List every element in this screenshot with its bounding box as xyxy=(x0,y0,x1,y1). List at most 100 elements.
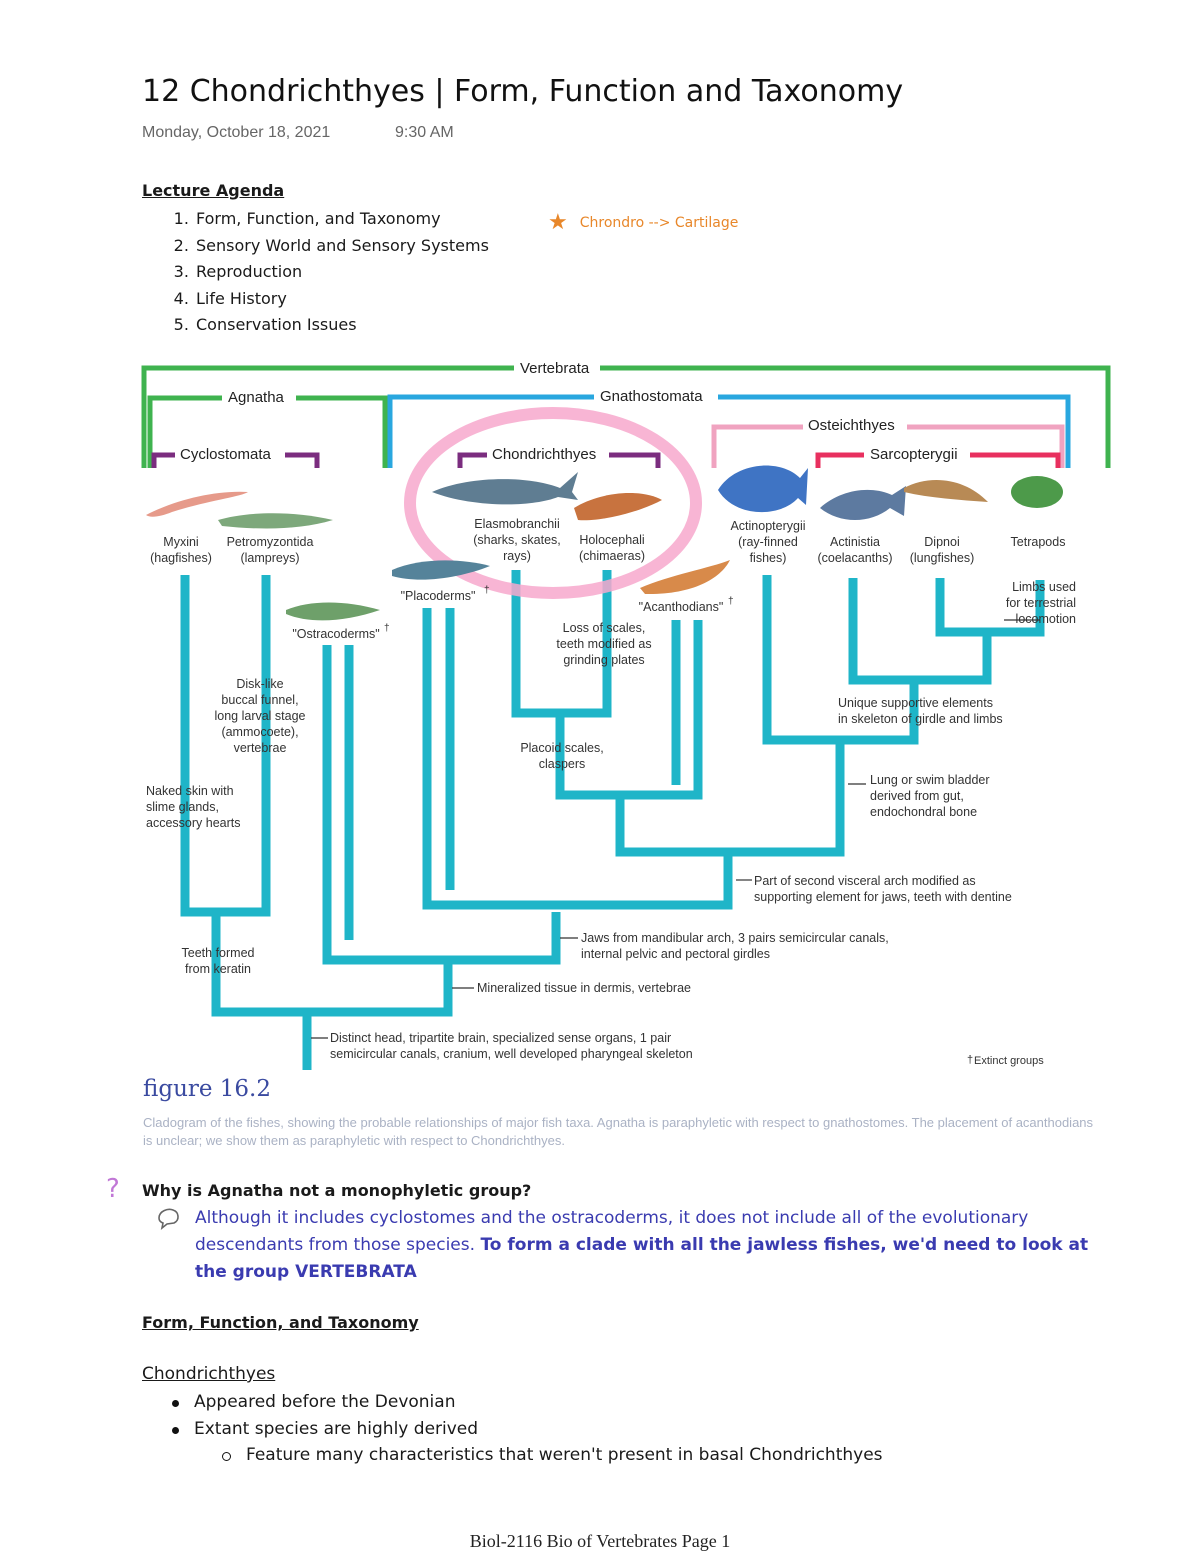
hagfish-icon xyxy=(146,491,248,517)
coelacanth-icon xyxy=(820,486,906,520)
page-date: Monday, October 18, 2021 xyxy=(142,124,331,141)
branch-dipnoi-tetrapods xyxy=(935,578,1045,637)
taxon-ostracoderms: "Ostracoderms" xyxy=(292,627,379,641)
taxon-actinopterygii-common-1: (ray-finned xyxy=(738,535,798,549)
dagger-ostracoderms: † xyxy=(384,623,390,634)
taxon-dipnoi-common: (lungfishes) xyxy=(910,551,975,565)
bullet-item: Appeared before the Devonian xyxy=(150,1389,883,1416)
taxon-tetrapods: Tetrapods xyxy=(1011,535,1066,549)
char-naked-2: slime glands, xyxy=(146,800,219,814)
question-text: Why is Agnatha not a monophyletic group? xyxy=(142,1181,532,1200)
taxon-actinopterygii-common-2: fishes) xyxy=(750,551,787,565)
char-teeth-keratin-2: from keratin xyxy=(185,962,251,976)
char-limbs-1: Limbs used xyxy=(1012,580,1076,594)
bullet-item: Extant species are highly derived xyxy=(150,1416,883,1443)
char-second-arch-1: Part of second visceral arch modified as xyxy=(754,874,976,888)
taxon-holocephali: Holocephali xyxy=(579,533,644,547)
agenda-item: Form, Function, and Taxonomy xyxy=(194,206,489,233)
extinct-legend: Extinct groups xyxy=(974,1055,1044,1067)
char-naked-3: accessory hearts xyxy=(146,816,240,830)
speech-bubble-icon xyxy=(158,1208,179,1230)
char-disk-3: long larval stage xyxy=(214,709,305,723)
vertebrata-bracket xyxy=(141,365,1111,468)
char-limbs-3: locomotion xyxy=(1016,612,1076,626)
side-note-text: Chrondro --> Cartilage xyxy=(579,215,739,231)
taxon-actinopterygii: Actinopterygii xyxy=(730,519,805,533)
extinct-dagger: † xyxy=(967,1054,973,1066)
clade-label-agnatha: Agnatha xyxy=(228,389,285,406)
char-loss-scales-3: grinding plates xyxy=(563,653,644,667)
char-placoid-2: claspers xyxy=(539,757,586,771)
side-note: ★ Chrondro --> Cartilage xyxy=(548,212,738,234)
char-second-arch-2: supporting element for jaws, teeth with … xyxy=(754,890,1012,904)
taxon-petromyzontida: Petromyzontida xyxy=(227,535,314,549)
ostracoderm-icon xyxy=(286,602,380,621)
agenda-item: Conservation Issues xyxy=(194,312,489,339)
char-loss-scales-2: teeth modified as xyxy=(556,637,651,651)
char-disk-2: buccal funnel, xyxy=(221,693,298,707)
dagger-acanthodians: † xyxy=(728,596,734,607)
taxon-acanthodians: "Acanthodians" xyxy=(639,600,724,614)
char-teeth-keratin-1: Teeth formed xyxy=(182,946,255,960)
bullet-list: Appeared before the Devonian Extant spec… xyxy=(150,1389,883,1469)
char-placoid-1: Placoid scales, xyxy=(520,741,603,755)
char-naked-1: Naked skin with xyxy=(146,784,234,798)
page-time: 9:30 AM xyxy=(395,124,454,141)
agenda-list: Form, Function, and Taxonomy Sensory Wor… xyxy=(160,206,489,339)
page-title: 12 Chondrichthyes | Form, Function and T… xyxy=(142,74,904,109)
chondrichthyes-highlight-ellipse xyxy=(404,407,702,599)
section-subheading: Chondrichthyes xyxy=(142,1364,276,1384)
char-mineralized: Mineralized tissue in dermis, vertebrae xyxy=(477,981,691,995)
sub-bullet-item: Feature many characteristics that weren'… xyxy=(150,1442,883,1469)
lamprey-icon xyxy=(218,513,333,529)
taxon-dipnoi: Dipnoi xyxy=(924,535,959,549)
branch-sarcopterygii xyxy=(848,578,992,685)
figure-label: figure 16.2 xyxy=(143,1076,272,1102)
clade-label-vertebrata: Vertebrata xyxy=(520,360,590,377)
taxon-holocephali-common: (chimaeras) xyxy=(579,549,645,563)
star-icon: ★ xyxy=(548,210,568,235)
char-lung-3: endochondral bone xyxy=(870,805,977,819)
taxon-actinistia: Actinistia xyxy=(830,535,880,549)
taxon-elasmobranchii: Elasmobranchii xyxy=(474,517,559,531)
char-unique-support-1: Unique supportive elements xyxy=(838,696,993,710)
char-loss-scales-1: Loss of scales, xyxy=(563,621,646,635)
clade-label-cyclostomata: Cyclostomata xyxy=(180,446,272,463)
char-lung-1: Lung or swim bladder xyxy=(870,773,990,787)
char-disk-4: (ammocoete), xyxy=(221,725,298,739)
char-unique-support-2: in skeleton of girdle and limbs xyxy=(838,712,1003,726)
placoderm-icon xyxy=(392,560,490,580)
gnathostomata-bracket xyxy=(387,394,1071,468)
taxon-actinistia-common: (coelacanths) xyxy=(817,551,892,565)
branch-ostracoderms xyxy=(322,645,561,965)
branch-cyclostomata xyxy=(180,575,271,917)
taxon-myxini: Myxini xyxy=(163,535,198,549)
agenda-item: Life History xyxy=(194,286,489,313)
char-jaws-1: Jaws from mandibular arch, 3 pairs semic… xyxy=(581,931,889,945)
page-footer: Biol-2116 Bio of Vertebrates Page 1 xyxy=(469,1531,731,1551)
answer-part-1: Although it includes cyclostomes and the… xyxy=(195,1208,1029,1255)
agenda-item: Sensory World and Sensory Systems xyxy=(194,233,489,260)
branch-chondro-acanth xyxy=(555,620,703,800)
taxon-placoderms: "Placoderms" xyxy=(401,589,476,603)
clade-label-sarcopterygii: Sarcopterygii xyxy=(870,446,958,463)
question-icon: ? xyxy=(106,1174,120,1204)
dagger-placoderms: † xyxy=(484,585,490,596)
section-heading: Form, Function, and Taxonomy xyxy=(142,1313,419,1332)
answer-part-2: To form a clade with all the jawless fis… xyxy=(195,1235,1089,1282)
answer-text: Although it includes cyclostomes and the… xyxy=(195,1205,1095,1286)
clade-label-osteichthyes: Osteichthyes xyxy=(808,417,895,434)
char-disk-5: vertebrae xyxy=(234,741,287,755)
branch-osteichthyes xyxy=(762,575,919,745)
taxon-petromyzontida-common: (lampreys) xyxy=(240,551,299,565)
frog-icon xyxy=(1011,476,1063,508)
cladogram-figure: Vertebrata Agnatha Gnathostomata Osteich… xyxy=(141,358,1111,1070)
ray-finned-fish-icon xyxy=(718,465,808,513)
char-distinct-head-2: semicircular canals, cranium, well devel… xyxy=(330,1047,693,1061)
lungfish-icon xyxy=(904,479,988,502)
chimaera-icon xyxy=(574,493,662,521)
branch-placoderms xyxy=(422,608,733,910)
char-lung-2: derived from gut, xyxy=(870,789,964,803)
char-disk-1: Disk-like xyxy=(236,677,283,691)
char-limbs-2: for terrestrial xyxy=(1006,596,1076,610)
